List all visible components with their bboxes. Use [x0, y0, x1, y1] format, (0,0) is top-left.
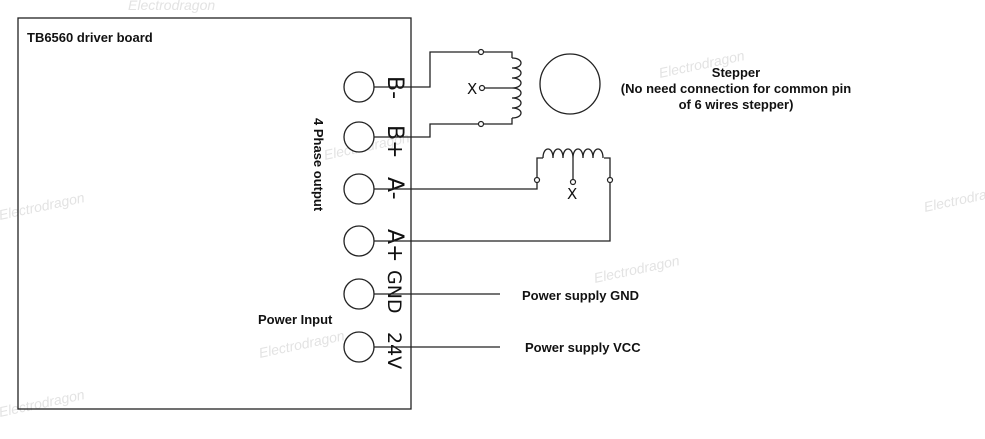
- common-pin-label-a: X: [567, 185, 577, 203]
- wire-a-plus: [374, 180, 611, 242]
- stepper-title: Stepper: [712, 65, 760, 80]
- wire-b-minus: [374, 51, 480, 88]
- watermark: Electrodragon: [0, 386, 86, 420]
- phase-output-label: 4 Phase output: [311, 118, 326, 212]
- terminal-label-a-minus: A-: [382, 177, 407, 200]
- driver-board-outline: [17, 17, 412, 410]
- watermark: Electrodragon: [257, 327, 346, 361]
- power-supply-vcc-label: Power supply VCC: [525, 340, 641, 355]
- terminal-label-a-plus: A+: [382, 229, 407, 262]
- watermark: Electrodragon: [128, 0, 215, 13]
- terminal-b-minus: [343, 71, 375, 103]
- wire-b-plus: [374, 123, 480, 138]
- common-pin-label-b: X: [467, 80, 477, 98]
- watermark: Electrodragon: [922, 181, 985, 215]
- terminal-a-minus: [343, 173, 375, 205]
- terminal-label-gnd: GND: [383, 270, 405, 314]
- coil-b: [477, 48, 522, 128]
- board-title: TB6560 driver board: [27, 30, 153, 45]
- power-input-label: Power Input: [258, 312, 333, 327]
- terminal-24v: [343, 331, 375, 363]
- terminal-b-plus: [343, 121, 375, 153]
- terminal-a-plus: [343, 225, 375, 257]
- stepper-note-line2: of 6 wires stepper): [679, 97, 794, 112]
- terminal-label-b-plus: B+: [382, 125, 407, 159]
- power-supply-gnd-label: Power supply GND: [522, 288, 639, 303]
- stepper-motor-icon: [539, 53, 601, 115]
- stepper-note-line1: (No need connection for common pin: [621, 81, 851, 96]
- watermark: Electrodragon: [592, 252, 681, 286]
- watermark: Electrodragon: [0, 189, 86, 223]
- coil-a: [533, 148, 614, 186]
- terminal-label-24v: 24V: [383, 332, 405, 369]
- terminal-gnd: [343, 278, 375, 310]
